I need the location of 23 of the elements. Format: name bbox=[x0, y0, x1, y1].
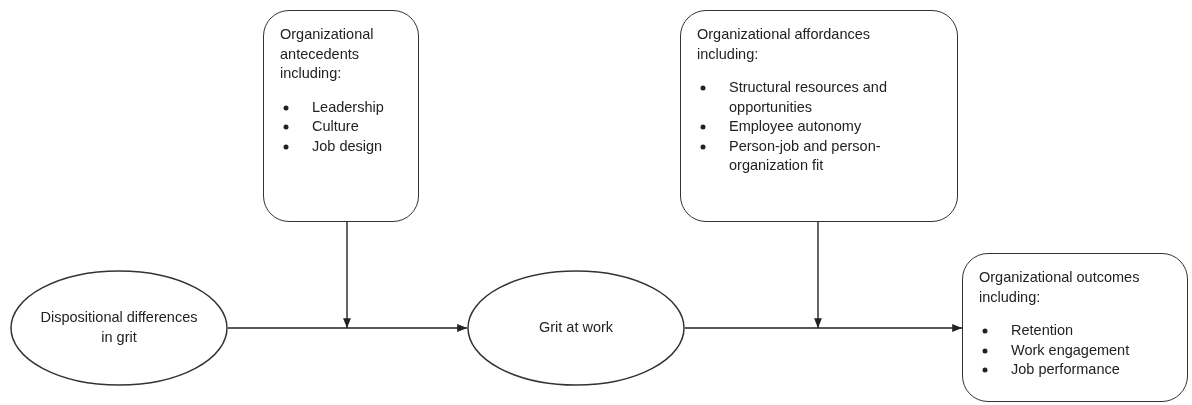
box-heading: Organizational affordances including: bbox=[697, 25, 872, 64]
bullet-item: Culture bbox=[312, 118, 359, 135]
arrow bbox=[684, 324, 963, 332]
rounded-box bbox=[680, 10, 958, 222]
bullet-item: Structural resources and opportunities bbox=[729, 79, 887, 115]
bullet-item: Retention bbox=[1011, 322, 1074, 339]
ellipse-node bbox=[10, 270, 228, 386]
box-heading: Organizational antecedents including: bbox=[280, 25, 375, 84]
rounded-box bbox=[962, 253, 1188, 402]
arrow bbox=[343, 221, 351, 329]
rounded-box bbox=[263, 10, 419, 222]
arrow bbox=[227, 324, 468, 332]
bullet-item: Person-job and person-organization fit bbox=[729, 137, 881, 174]
bullet-item: Employee autonomy bbox=[729, 118, 862, 135]
box-heading: Organizational outcomes including: bbox=[979, 268, 1141, 307]
bullet-item: Work engagement bbox=[1011, 341, 1130, 358]
ellipse-node bbox=[467, 270, 685, 386]
bullet-item: Leadership bbox=[312, 98, 384, 115]
node-label: Dispositional differences in grit bbox=[40, 308, 198, 347]
bullet-item: Job design bbox=[312, 137, 383, 154]
arrow bbox=[814, 221, 822, 329]
bullet-item: Job performance bbox=[1011, 361, 1120, 378]
node-label: Grit at work bbox=[538, 318, 614, 338]
